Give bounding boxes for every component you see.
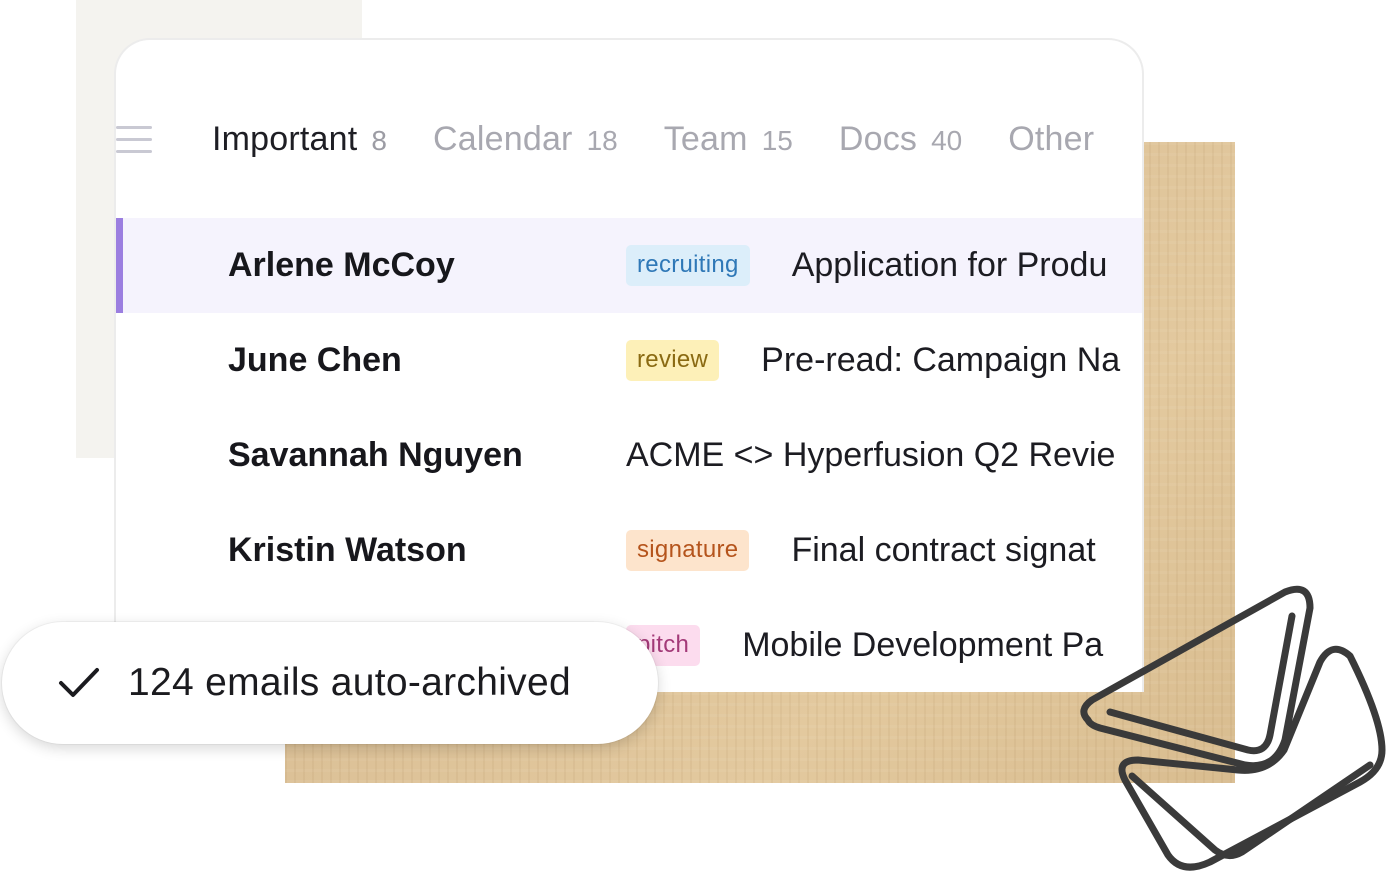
tab-label: Calendar xyxy=(433,120,573,158)
email-list: Arlene McCoy recruiting Application for … xyxy=(116,218,1142,692)
email-tag: recruiting xyxy=(626,245,750,286)
tab-count: 15 xyxy=(761,125,793,156)
email-row[interactable]: Arlene McCoy recruiting Application for … xyxy=(116,218,1142,313)
email-subject: ACME <> Hyperfusion Q2 Revie xyxy=(626,436,1116,474)
email-sender: June Chen xyxy=(228,341,402,379)
tab-important[interactable]: Important 8 xyxy=(212,120,387,159)
checkmark-icon xyxy=(59,668,99,697)
email-sender: Arlene McCoy xyxy=(228,246,455,284)
email-preview: recruiting Application for Produ xyxy=(626,245,1107,286)
toast-message: 124 emails auto-archived xyxy=(128,661,571,704)
email-inbox-card: Important 8 Calendar 18 Team 15 Docs 40 … xyxy=(114,38,1144,692)
tab-count: 18 xyxy=(586,125,618,156)
email-row[interactable]: pitch Mobile Development Pa xyxy=(116,598,1142,692)
email-sender: Kristin Watson xyxy=(228,531,467,569)
tab-label: Important xyxy=(212,120,358,158)
auto-archive-toast: 124 emails auto-archived xyxy=(2,622,658,744)
email-subject: Mobile Development Pa xyxy=(742,626,1104,664)
tab-docs[interactable]: Docs 40 xyxy=(839,120,962,159)
envelope-doodle-icon xyxy=(1080,585,1386,871)
email-preview: signature Final contract signat xyxy=(626,530,1096,571)
email-row[interactable]: June Chen review Pre-read: Campaign Na xyxy=(116,313,1142,408)
tab-calendar[interactable]: Calendar 18 xyxy=(433,120,618,159)
hamburger-menu-icon[interactable] xyxy=(116,126,152,154)
tab-other[interactable]: Other xyxy=(1008,120,1094,159)
email-preview: review Pre-read: Campaign Na xyxy=(626,340,1120,381)
tab-label: Other xyxy=(1008,120,1095,158)
email-tag: review xyxy=(626,340,720,381)
email-preview: pitch Mobile Development Pa xyxy=(626,625,1103,666)
tab-count: 8 xyxy=(371,125,387,156)
email-subject: Final contract signat xyxy=(791,531,1096,569)
email-tag: signature xyxy=(626,530,750,571)
email-sender: Savannah Nguyen xyxy=(228,436,523,474)
tab-count: 40 xyxy=(931,125,963,156)
tab-label: Team xyxy=(663,120,748,158)
email-row[interactable]: Kristin Watson signature Final contract … xyxy=(116,503,1142,598)
email-row[interactable]: Savannah Nguyen ACME <> Hyperfusion Q2 R… xyxy=(116,408,1142,503)
tab-team[interactable]: Team 15 xyxy=(664,120,793,159)
email-preview: ACME <> Hyperfusion Q2 Revie xyxy=(626,436,1115,475)
tab-label: Docs xyxy=(838,120,918,158)
email-subject: Pre-read: Campaign Na xyxy=(761,341,1121,379)
category-tabs: Important 8 Calendar 18 Team 15 Docs 40 … xyxy=(212,120,1140,159)
email-subject: Application for Produ xyxy=(791,246,1108,284)
